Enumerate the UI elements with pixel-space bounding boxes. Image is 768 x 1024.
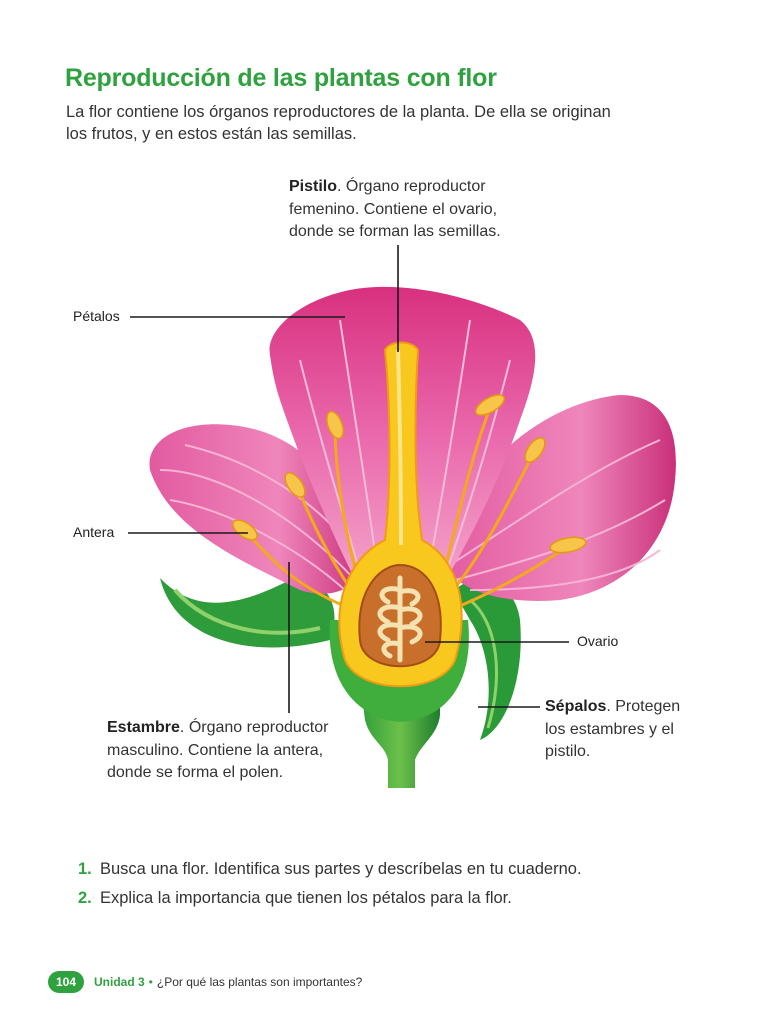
page-footer: 104 Unidad 3 • ¿Por qué las plantas son … bbox=[48, 971, 362, 993]
label-antera: Antera bbox=[73, 524, 115, 540]
unit-label: Unidad 3 bbox=[94, 975, 145, 989]
activity-number: 2. bbox=[78, 889, 92, 907]
activity-item: 2. Explica la importancia que tienen los … bbox=[78, 887, 582, 909]
right-petal bbox=[440, 395, 676, 601]
term-sepalos: Sépalos bbox=[545, 698, 607, 715]
desc-sepalos: . Protegen los estambres y el pistilo. bbox=[545, 698, 681, 760]
intro-paragraph: La flor contiene los órganos reproductor… bbox=[66, 103, 611, 143]
left-sepal bbox=[160, 578, 335, 648]
callout-pistilo: Pistilo. Órgano reproductor femenino. Co… bbox=[289, 176, 519, 244]
activity-text: Busca una flor. Identifica sus partes y … bbox=[100, 860, 582, 878]
activity-number: 1. bbox=[78, 860, 92, 878]
leader-lines bbox=[128, 245, 569, 713]
unit-question: ¿Por qué las plantas son importantes? bbox=[156, 975, 363, 989]
label-ovario: Ovario bbox=[577, 633, 619, 649]
term-pistilo: Pistilo bbox=[289, 178, 338, 195]
page-number-badge: 104 bbox=[48, 971, 84, 993]
label-petalos: Pétalos bbox=[73, 308, 120, 324]
anthers bbox=[232, 394, 587, 554]
activity-item: 1. Busca una flor. Identifica sus partes … bbox=[78, 858, 582, 880]
activity-text: Explica la importancia que tienen los pé… bbox=[100, 889, 512, 907]
desc-estambre: . Órgano reproductor masculino. Contiene… bbox=[107, 719, 329, 781]
ovules bbox=[377, 575, 423, 663]
term-estambre: Estambre bbox=[107, 719, 180, 736]
desc-pistilo: . Órgano reproductor femenino. Contiene … bbox=[289, 178, 501, 240]
page-title: Reproducción de las plantas con flor bbox=[65, 64, 497, 92]
right-sepal bbox=[455, 580, 521, 740]
footer-separator: • bbox=[148, 975, 153, 989]
callout-sepalos: Sépalos. Protegen los estambres y el pis… bbox=[545, 696, 695, 764]
callout-estambre: Estambre. Órgano reproductor masculino. … bbox=[107, 717, 342, 785]
activity-list: 1. Busca una flor. Identifica sus partes … bbox=[78, 858, 582, 916]
